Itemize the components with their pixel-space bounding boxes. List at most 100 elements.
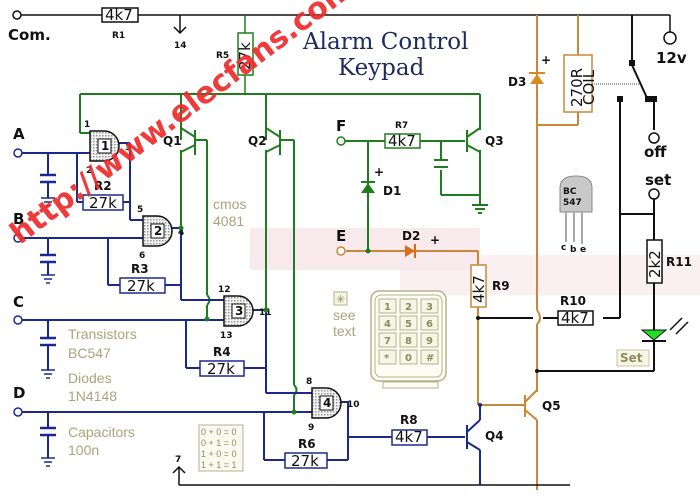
d3-plus: +	[541, 53, 551, 67]
coil-value: 270R	[568, 68, 586, 107]
r6-value: 27k	[291, 452, 319, 470]
q2-label: Q2	[248, 134, 267, 148]
resistor-r10: 4k7 R10	[557, 294, 594, 327]
transistor-q4	[466, 405, 481, 485]
set-led-network	[478, 199, 655, 372]
terminal-f[interactable]	[336, 136, 346, 146]
truth-row: 1 + 0 = 0	[201, 449, 237, 459]
switch-contact	[629, 60, 635, 66]
blue-wires	[21, 142, 465, 461]
q1-label: Q1	[163, 134, 182, 148]
resistor-r4: 27k R4	[199, 345, 245, 378]
resistor-r1: 4k7 R1	[101, 6, 139, 41]
keypad-key-label: 9	[426, 336, 433, 347]
supply-12v-label: 12v	[656, 49, 687, 67]
gate-pin-label: 5	[137, 205, 143, 215]
r3-value: 27k	[127, 277, 155, 295]
set-label: set	[645, 171, 671, 189]
d2-label: D2	[402, 229, 420, 243]
bc547-text-1: BC	[563, 187, 577, 197]
gate-pin-label: 10	[347, 400, 360, 410]
gate-pin-label: 13	[220, 331, 233, 341]
supply-rail	[20, 14, 671, 35]
keypad-key-label: 4	[384, 319, 391, 330]
label-a: A	[13, 125, 25, 143]
gate-number: 2	[154, 224, 162, 238]
gate-number: 1	[101, 139, 109, 153]
gate-pin-label: 1	[84, 120, 90, 130]
diode-d3	[529, 72, 545, 84]
gate-pin-label: 6	[139, 251, 145, 261]
supply-12v-terminal[interactable]	[663, 31, 677, 45]
junction-dot	[365, 248, 371, 254]
gate-pin-label: 3	[125, 143, 131, 153]
junction-dot	[263, 307, 269, 313]
relay-coil: 270R COIL	[563, 54, 598, 113]
keypad-key	[378, 349, 397, 365]
r5-value: 27k	[236, 42, 254, 70]
gate-pin-label: 8	[306, 377, 312, 387]
keypad-note-line1: see	[333, 307, 356, 323]
d1-plus: +	[374, 165, 384, 179]
bc547-text-2: 547	[563, 198, 582, 208]
terminal-e[interactable]	[336, 246, 346, 256]
r1-label: R1	[112, 31, 125, 41]
ground-symbols	[41, 197, 55, 467]
terminal-c[interactable]	[13, 315, 23, 325]
watermark: http://www.elecfans.com	[4, 0, 361, 251]
keypad-key	[399, 298, 418, 314]
gate-pin-label: 11	[259, 308, 272, 318]
keypad-key	[420, 315, 439, 331]
terminal-b[interactable]	[13, 233, 23, 243]
keypad-key	[399, 332, 418, 348]
input-capacitors	[40, 173, 56, 437]
bc547-pin-b: b	[570, 245, 577, 255]
title-line2: Keypad	[338, 55, 425, 81]
switch-contact	[617, 96, 623, 102]
junction-dot	[178, 225, 184, 231]
gate-pin-label: 12	[218, 285, 231, 295]
keypad-key-label: *	[384, 353, 390, 364]
note-transistors: Transistors	[68, 326, 137, 342]
note-diodes-value: 1N4148	[68, 388, 117, 404]
resistor-r3: 27k R3	[119, 262, 166, 295]
led-label-box	[616, 349, 650, 367]
keypad-key-label: #	[426, 353, 434, 364]
note-capacitors-value: 100n	[68, 442, 99, 458]
terminal-d[interactable]	[13, 407, 23, 417]
r11-label: R11	[666, 255, 692, 269]
bc547-pin-c: c	[561, 243, 566, 253]
truth-row: 0 + 0 = 0	[201, 427, 237, 437]
keypad-connector	[382, 381, 439, 389]
label-c: C	[13, 293, 24, 311]
resistor-r5: 27k R5	[216, 15, 254, 94]
r10-label: R10	[560, 294, 586, 308]
truth-table: 0 + 0 = 0 0 + 1 = 0 1 + 0 = 0 1 + 1 = 1	[198, 424, 244, 472]
d3-label: D3	[508, 75, 526, 89]
switch-contact	[651, 96, 657, 102]
note-diodes: Diodes	[68, 370, 112, 386]
gate-pin-label: 4	[178, 228, 184, 238]
off-terminal[interactable]	[648, 132, 660, 144]
ic-note-line1: cmos	[213, 196, 246, 212]
com-terminal[interactable]	[12, 10, 22, 20]
r8-value: 4k7	[395, 428, 423, 446]
keypad-key-label: 2	[405, 302, 412, 313]
r4-value: 27k	[207, 360, 235, 378]
transistor-q5	[524, 380, 538, 421]
r5-label: R5	[216, 51, 229, 61]
resistor-r6: 27k R6	[284, 437, 328, 470]
terminal-a[interactable]	[13, 148, 23, 158]
led-label: Set	[620, 351, 643, 365]
set-terminal[interactable]	[648, 188, 660, 200]
keypad-key	[378, 315, 397, 331]
r6-label: R6	[298, 437, 316, 451]
q5-label: Q5	[542, 399, 561, 413]
r8-label: R8	[400, 413, 418, 427]
keypad-key-label: 6	[426, 319, 433, 330]
resistor-r8: 4k7 R8	[391, 413, 428, 446]
d1-label: D1	[383, 184, 401, 198]
